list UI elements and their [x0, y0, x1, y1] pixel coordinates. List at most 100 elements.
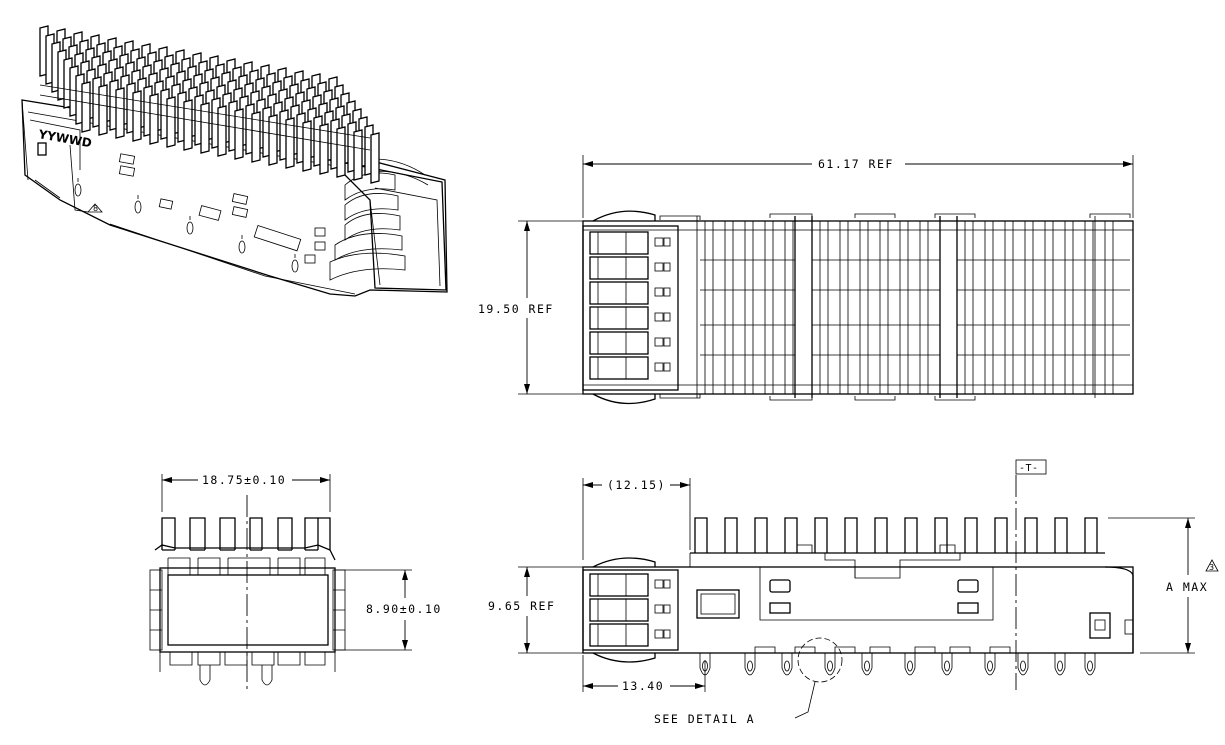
top-fin [899, 221, 909, 394]
side-fins [694, 517, 1098, 553]
side-pin [744, 653, 756, 676]
iso-fin [234, 108, 244, 160]
iso-fin [132, 90, 142, 142]
top-port [589, 281, 649, 305]
top-latch [654, 262, 664, 272]
front-view: 18.75±0.10 8.90±0.10 [149, 473, 442, 690]
isometric-view: YYWWD 8 [21, 25, 448, 297]
side-fin [934, 517, 948, 553]
top-fin [1024, 221, 1034, 394]
top-fin [744, 221, 754, 394]
iso-fin [98, 84, 108, 136]
top-port-stack [589, 231, 671, 380]
top-port [589, 306, 649, 330]
side-fin [1054, 517, 1068, 553]
top-fin [964, 221, 974, 394]
dim-top-height-ref: 19.50 REF [478, 302, 554, 316]
side-fin [844, 517, 858, 553]
top-port [589, 356, 649, 380]
iso-fin [353, 129, 363, 181]
top-latch [654, 312, 664, 322]
iso-fin [149, 93, 159, 145]
iso-fin [319, 123, 329, 175]
side-fin [964, 517, 978, 553]
top-fin [1004, 221, 1014, 394]
side-fin [784, 517, 798, 553]
side-pin [941, 653, 953, 676]
top-port [589, 331, 649, 355]
note-8-label: 8 [93, 204, 98, 213]
side-pin [781, 653, 793, 676]
iso-fin [115, 87, 125, 139]
side-port-stack [589, 573, 671, 647]
side-latch [654, 604, 664, 614]
dim-front-height: 8.90±0.10 [366, 602, 442, 616]
top-fin-bars [700, 221, 1130, 394]
top-fin [764, 221, 774, 394]
top-latch [654, 362, 664, 372]
note-3-triangle [1205, 559, 1219, 572]
iso-fin [200, 102, 210, 154]
iso-fin [166, 96, 176, 148]
top-latch [654, 337, 664, 347]
top-port [589, 231, 649, 255]
side-pin [1084, 653, 1096, 676]
top-fin [784, 221, 794, 394]
note-3-label: 3 [1209, 563, 1214, 572]
iso-fin [217, 105, 227, 157]
side-fin [874, 517, 888, 553]
top-fin [1044, 221, 1054, 394]
top-fin [839, 221, 849, 394]
side-fin [904, 517, 918, 553]
side-pins [699, 646, 1096, 676]
iso-heatsink-fins [39, 25, 380, 184]
side-fin [754, 517, 768, 553]
side-fin [724, 517, 738, 553]
iso-fin [370, 132, 380, 184]
note-8-triangle [87, 203, 103, 213]
dim-a-max: A MAX [1166, 580, 1208, 594]
side-pin [984, 653, 996, 676]
iso-fin [336, 126, 346, 178]
top-fin [1064, 221, 1074, 394]
dim-length-ref: 61.17 REF [818, 157, 894, 171]
top-port [589, 256, 649, 280]
top-fin [984, 221, 994, 394]
side-pin [861, 653, 873, 676]
dim-side-height-ref: 9.65 REF [488, 599, 555, 613]
top-fin [1084, 221, 1094, 394]
top-view: 61.17 REF 19.50 REF [478, 155, 1134, 405]
dim-front-width: 18.75±0.10 [202, 473, 286, 487]
iso-fin [81, 81, 91, 133]
dim-side-offset: (12.15) [607, 478, 666, 492]
side-fin [814, 517, 828, 553]
side-pin [904, 653, 916, 676]
datum-t-label: -T- [1019, 463, 1039, 474]
side-port [589, 573, 649, 597]
iso-pins [74, 178, 299, 273]
dim-side-bottom: 13.40 [622, 679, 664, 693]
side-pin [824, 653, 836, 676]
top-fin [704, 221, 714, 394]
top-fin [819, 221, 829, 394]
side-fin [694, 517, 708, 553]
top-fin [859, 221, 869, 394]
top-fin [724, 221, 734, 394]
side-fin [1024, 517, 1038, 553]
top-fin [1104, 221, 1114, 394]
top-latch [654, 237, 664, 247]
datum-t-box [1015, 459, 1047, 475]
side-pin [1054, 653, 1066, 676]
iso-fin [183, 99, 193, 151]
side-fin [1084, 517, 1098, 553]
front-indicator-icon [37, 142, 47, 156]
side-fin [994, 517, 1008, 553]
top-latch [654, 287, 664, 297]
side-view: -T- (12.15) 9.65 REF 13.40 A MAX 3 SEE D… [488, 459, 1219, 726]
see-detail-a: SEE DETAIL A [654, 712, 755, 726]
side-port [589, 598, 649, 622]
side-port [589, 623, 649, 647]
top-fin [879, 221, 889, 394]
detail-a-circle [797, 637, 843, 683]
